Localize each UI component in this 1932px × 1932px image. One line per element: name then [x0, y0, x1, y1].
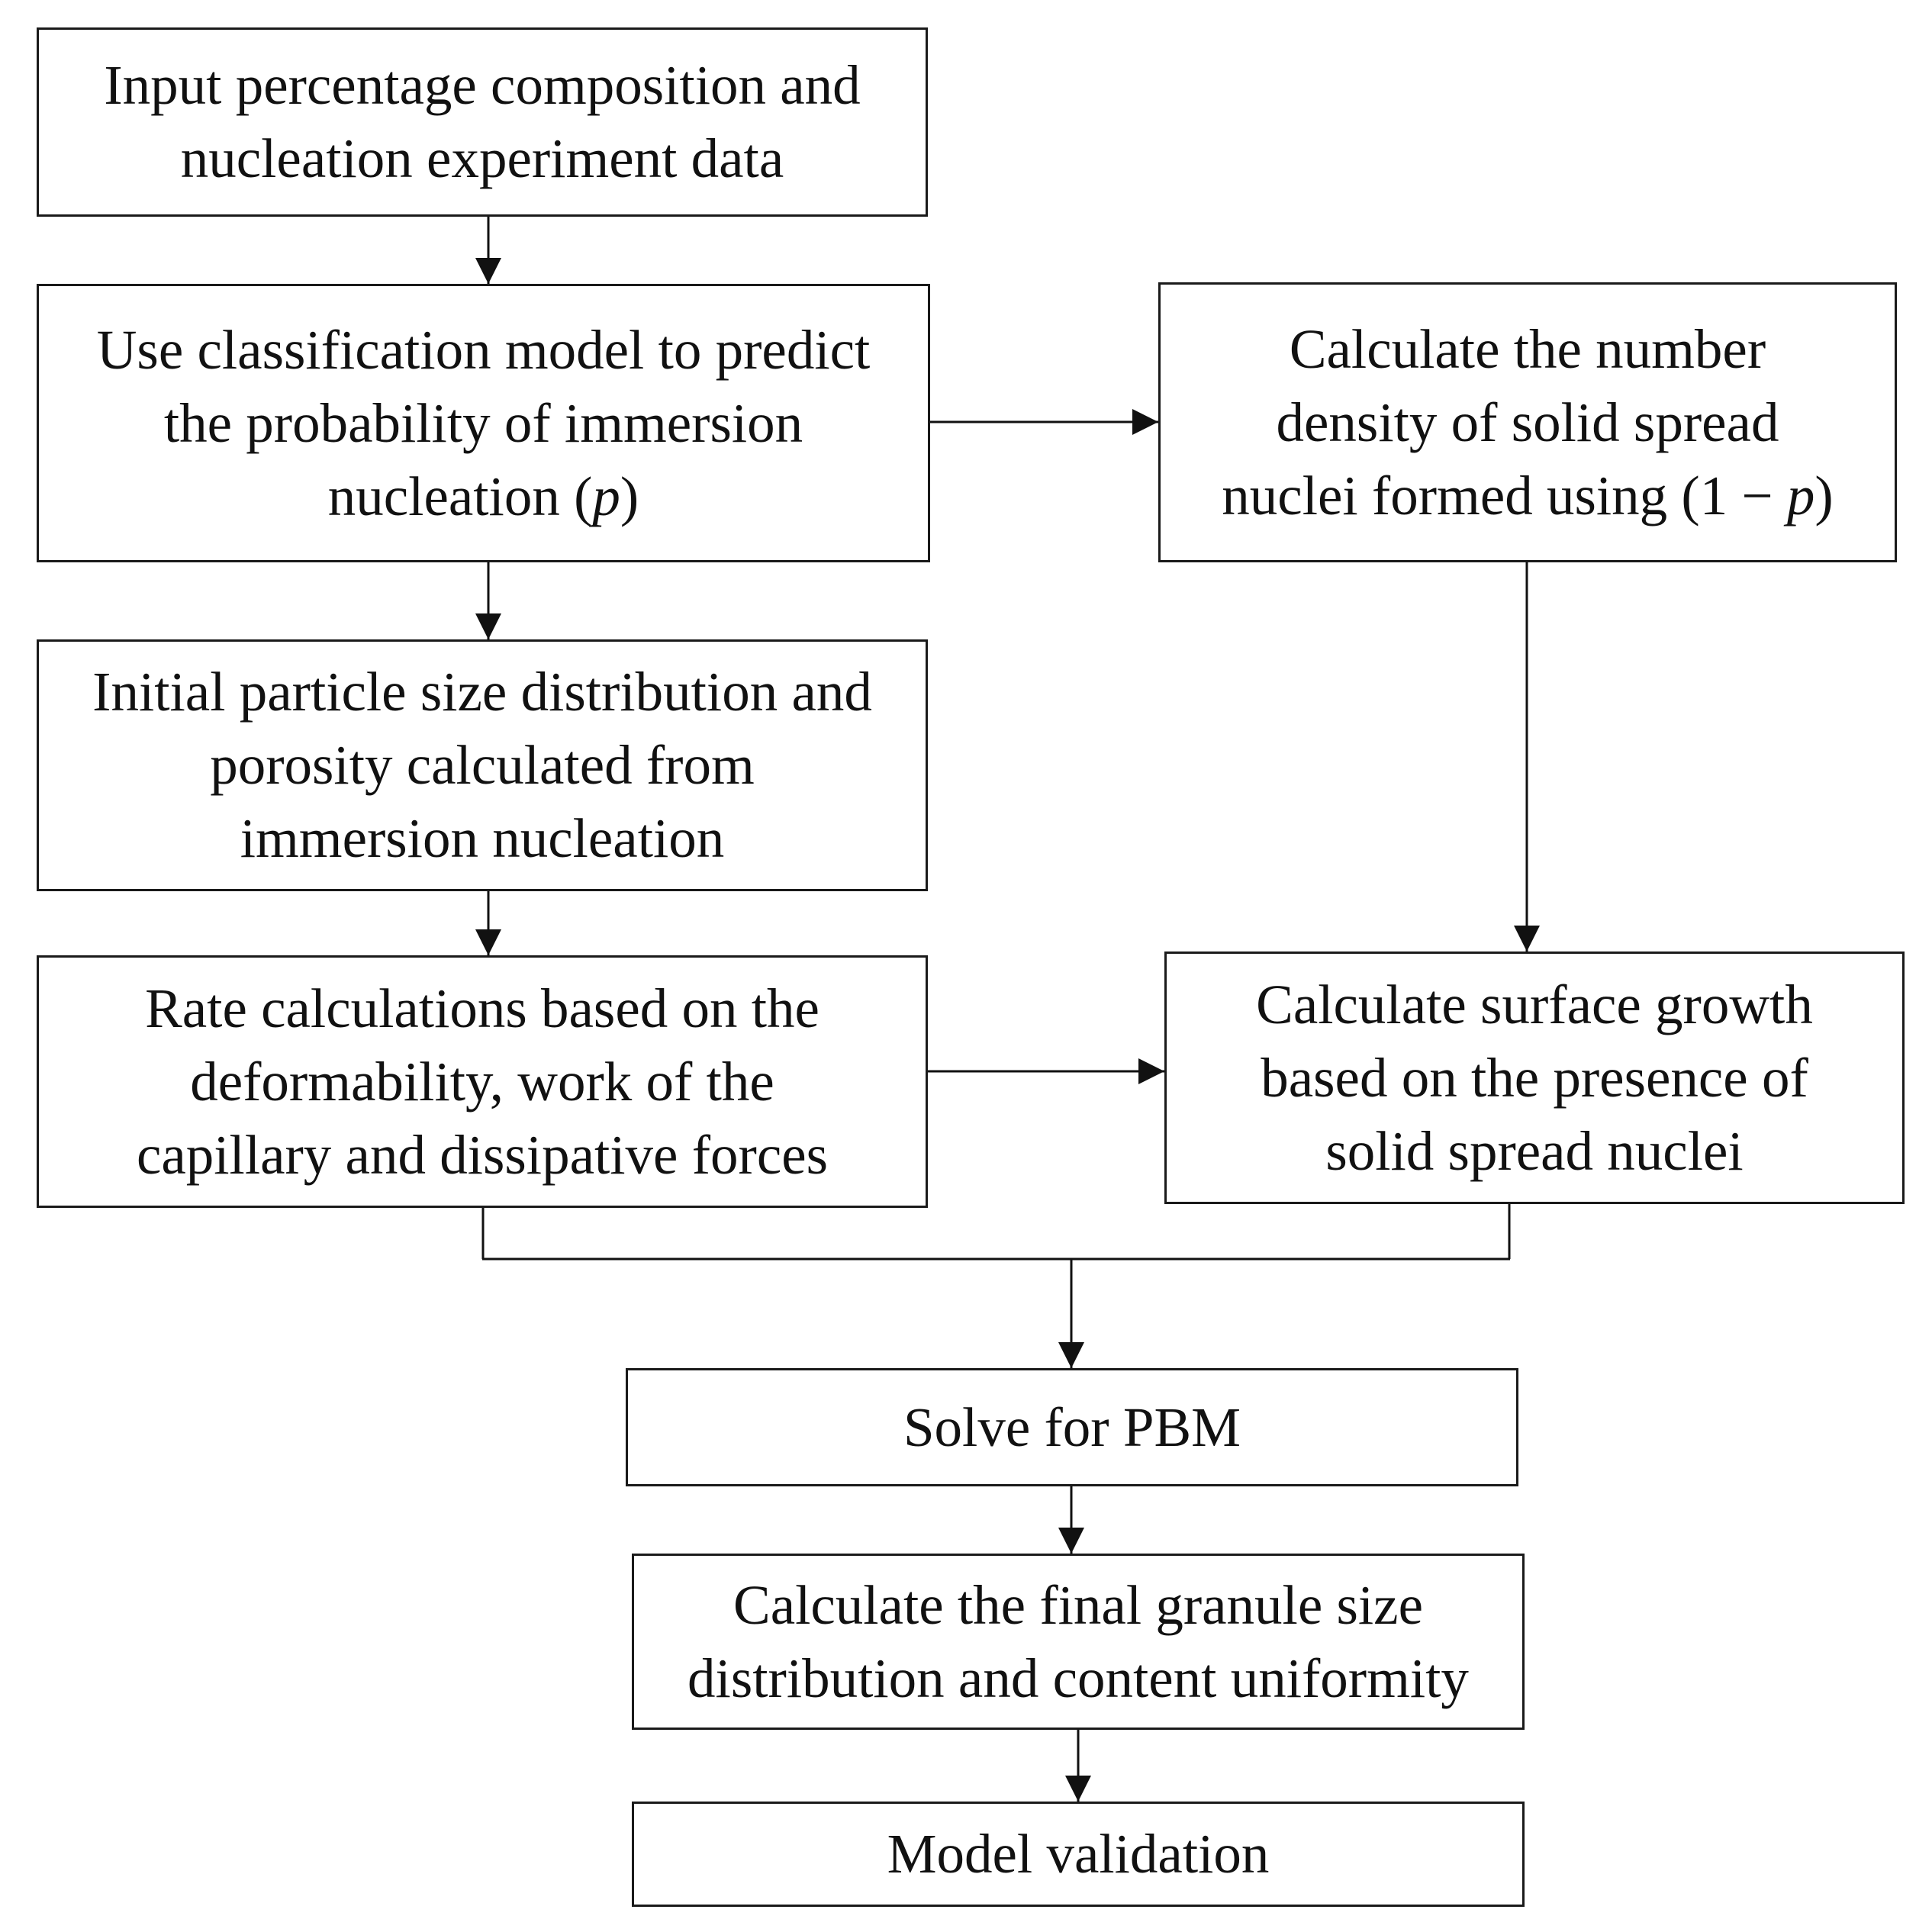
arrowhead-initial-psd-to-rate-calc [475, 929, 501, 955]
node-classify: Use classification model to predict the … [37, 284, 930, 562]
arrowhead-input-to-classify [475, 258, 501, 284]
node-initial-psd-label: Initial particle size distribution and p… [92, 661, 872, 869]
node-validation-label: Model validation [887, 1823, 1270, 1885]
node-number-density-label: Calculate the number density of solid sp… [1222, 313, 1833, 533]
node-surface-growth: Calculate surface growth based on the pr… [1164, 952, 1905, 1204]
node-classify-label: Use classification model to predict the … [97, 314, 871, 533]
node-final-gsd: Calculate the final granule size distrib… [632, 1554, 1525, 1730]
node-solve-pbm-label: Solve for PBM [903, 1396, 1241, 1458]
node-classify-text-before: Use classification model to predict the … [96, 318, 871, 527]
node-rate-calc-label: Rate calculations based on the deformabi… [136, 977, 829, 1186]
arrowhead-rate-calc-to-surface-growth [1138, 1058, 1164, 1084]
node-validation: Model validation [632, 1802, 1525, 1907]
node-solve-pbm: Solve for PBM [626, 1368, 1518, 1486]
node-number-density-var: p [1786, 464, 1815, 526]
node-classify-var: p [592, 465, 620, 527]
arrowhead-solve-pbm-to-final-gsd [1058, 1528, 1084, 1554]
arrowhead-classify-to-initial-psd [475, 613, 501, 639]
node-initial-psd: Initial particle size distribution and p… [37, 639, 928, 891]
arrowhead-classify-to-number-density [1132, 409, 1158, 435]
node-surface-growth-label: Calculate surface growth based on the pr… [1256, 973, 1813, 1182]
node-input: Input percentage composition and nucleat… [37, 27, 928, 217]
node-rate-calc: Rate calculations based on the deformabi… [37, 955, 928, 1208]
node-number-density: Calculate the number density of solid sp… [1158, 282, 1897, 562]
node-input-label: Input percentage composition and nucleat… [104, 54, 861, 189]
arrowhead-final-gsd-to-validation [1065, 1776, 1091, 1802]
node-final-gsd-label: Calculate the final granule size distrib… [687, 1573, 1469, 1709]
node-number-density-text-before: Calculate the number density of solid sp… [1222, 317, 1779, 526]
node-classify-text-after: ) [620, 465, 639, 527]
arrowhead-merge-to-solve-pbm [1058, 1342, 1084, 1368]
node-number-density-text-after: ) [1814, 464, 1834, 526]
arrowhead-number-density-to-surface-growth [1514, 926, 1540, 952]
